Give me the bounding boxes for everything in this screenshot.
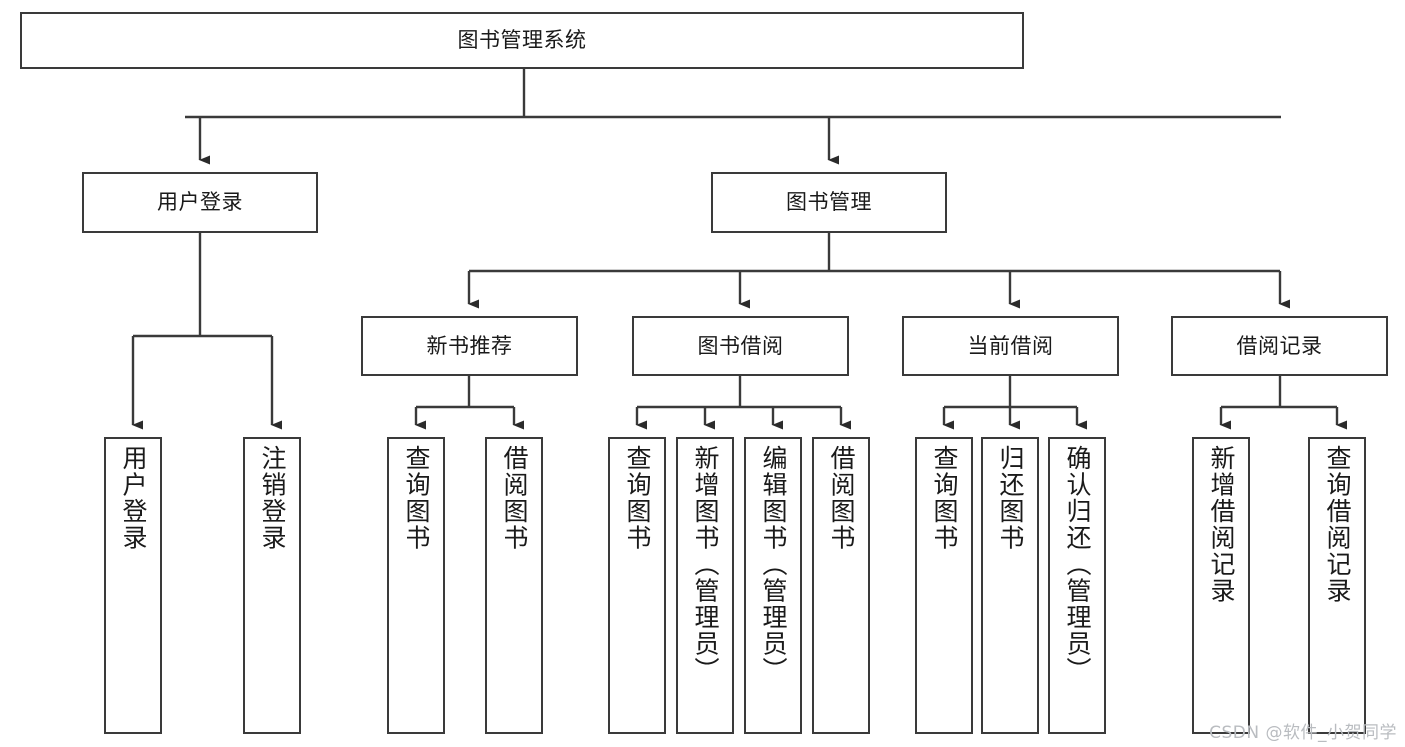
leaf-borrow-borrow-book[interactable]: 借阅图书 <box>812 437 870 734</box>
leaf-borrow-edit-book-admin[interactable]: 编辑图书（管理员） <box>744 437 802 734</box>
node-new-book-recommend[interactable]: 新书推荐 <box>361 316 578 376</box>
node-user-login-label: 用户登录 <box>157 190 243 215</box>
leaf-label: 查询图书 <box>623 445 652 551</box>
leaf-user-login-login[interactable]: 用户登录 <box>104 437 162 734</box>
node-book-management-label: 图书管理 <box>786 190 872 215</box>
leaf-recommend-query-book[interactable]: 查询图书 <box>387 437 445 734</box>
node-user-login[interactable]: 用户登录 <box>82 172 318 233</box>
leaf-label: 新增借阅记录 <box>1207 445 1236 604</box>
node-borrow-record[interactable]: 借阅记录 <box>1171 316 1388 376</box>
leaf-label: 借阅图书 <box>500 445 529 551</box>
leaf-label: 查询图书 <box>402 445 431 551</box>
leaf-label: 用户登录 <box>119 445 148 551</box>
node-book-management[interactable]: 图书管理 <box>711 172 947 233</box>
node-borrow-record-label: 借阅记录 <box>1236 333 1323 358</box>
leaf-label: 注销登录 <box>258 445 287 551</box>
node-current-borrow[interactable]: 当前借阅 <box>902 316 1119 376</box>
leaf-borrow-query-book[interactable]: 查询图书 <box>608 437 666 734</box>
node-book-borrow-label: 图书借阅 <box>697 333 784 358</box>
leaf-label: 查询图书 <box>930 445 959 551</box>
leaf-label: 确认归还（管理员） <box>1063 445 1092 684</box>
leaf-record-query-record[interactable]: 查询借阅记录 <box>1308 437 1366 734</box>
leaf-label: 借阅图书 <box>827 445 856 551</box>
node-current-borrow-label: 当前借阅 <box>967 333 1054 358</box>
leaf-borrow-add-book-admin[interactable]: 新增图书（管理员） <box>676 437 734 734</box>
leaf-user-login-logout[interactable]: 注销登录 <box>243 437 301 734</box>
leaf-recommend-borrow-book[interactable]: 借阅图书 <box>485 437 543 734</box>
node-root[interactable]: 图书管理系统 <box>20 12 1024 69</box>
watermark: CSDN @软件_小贺同学 <box>1209 723 1397 743</box>
leaf-current-return-book[interactable]: 归还图书 <box>981 437 1039 734</box>
leaf-current-confirm-return-admin[interactable]: 确认归还（管理员） <box>1048 437 1106 734</box>
leaf-label: 新增图书（管理员） <box>691 445 720 684</box>
node-root-label: 图书管理系统 <box>457 28 587 53</box>
node-new-book-recommend-label: 新书推荐 <box>426 333 513 358</box>
node-book-borrow[interactable]: 图书借阅 <box>632 316 849 376</box>
leaf-label: 查询借阅记录 <box>1323 445 1352 604</box>
leaf-label: 编辑图书（管理员） <box>759 445 788 684</box>
leaf-current-query-book[interactable]: 查询图书 <box>915 437 973 734</box>
leaf-record-add-record[interactable]: 新增借阅记录 <box>1192 437 1250 734</box>
leaf-label: 归还图书 <box>996 445 1025 551</box>
